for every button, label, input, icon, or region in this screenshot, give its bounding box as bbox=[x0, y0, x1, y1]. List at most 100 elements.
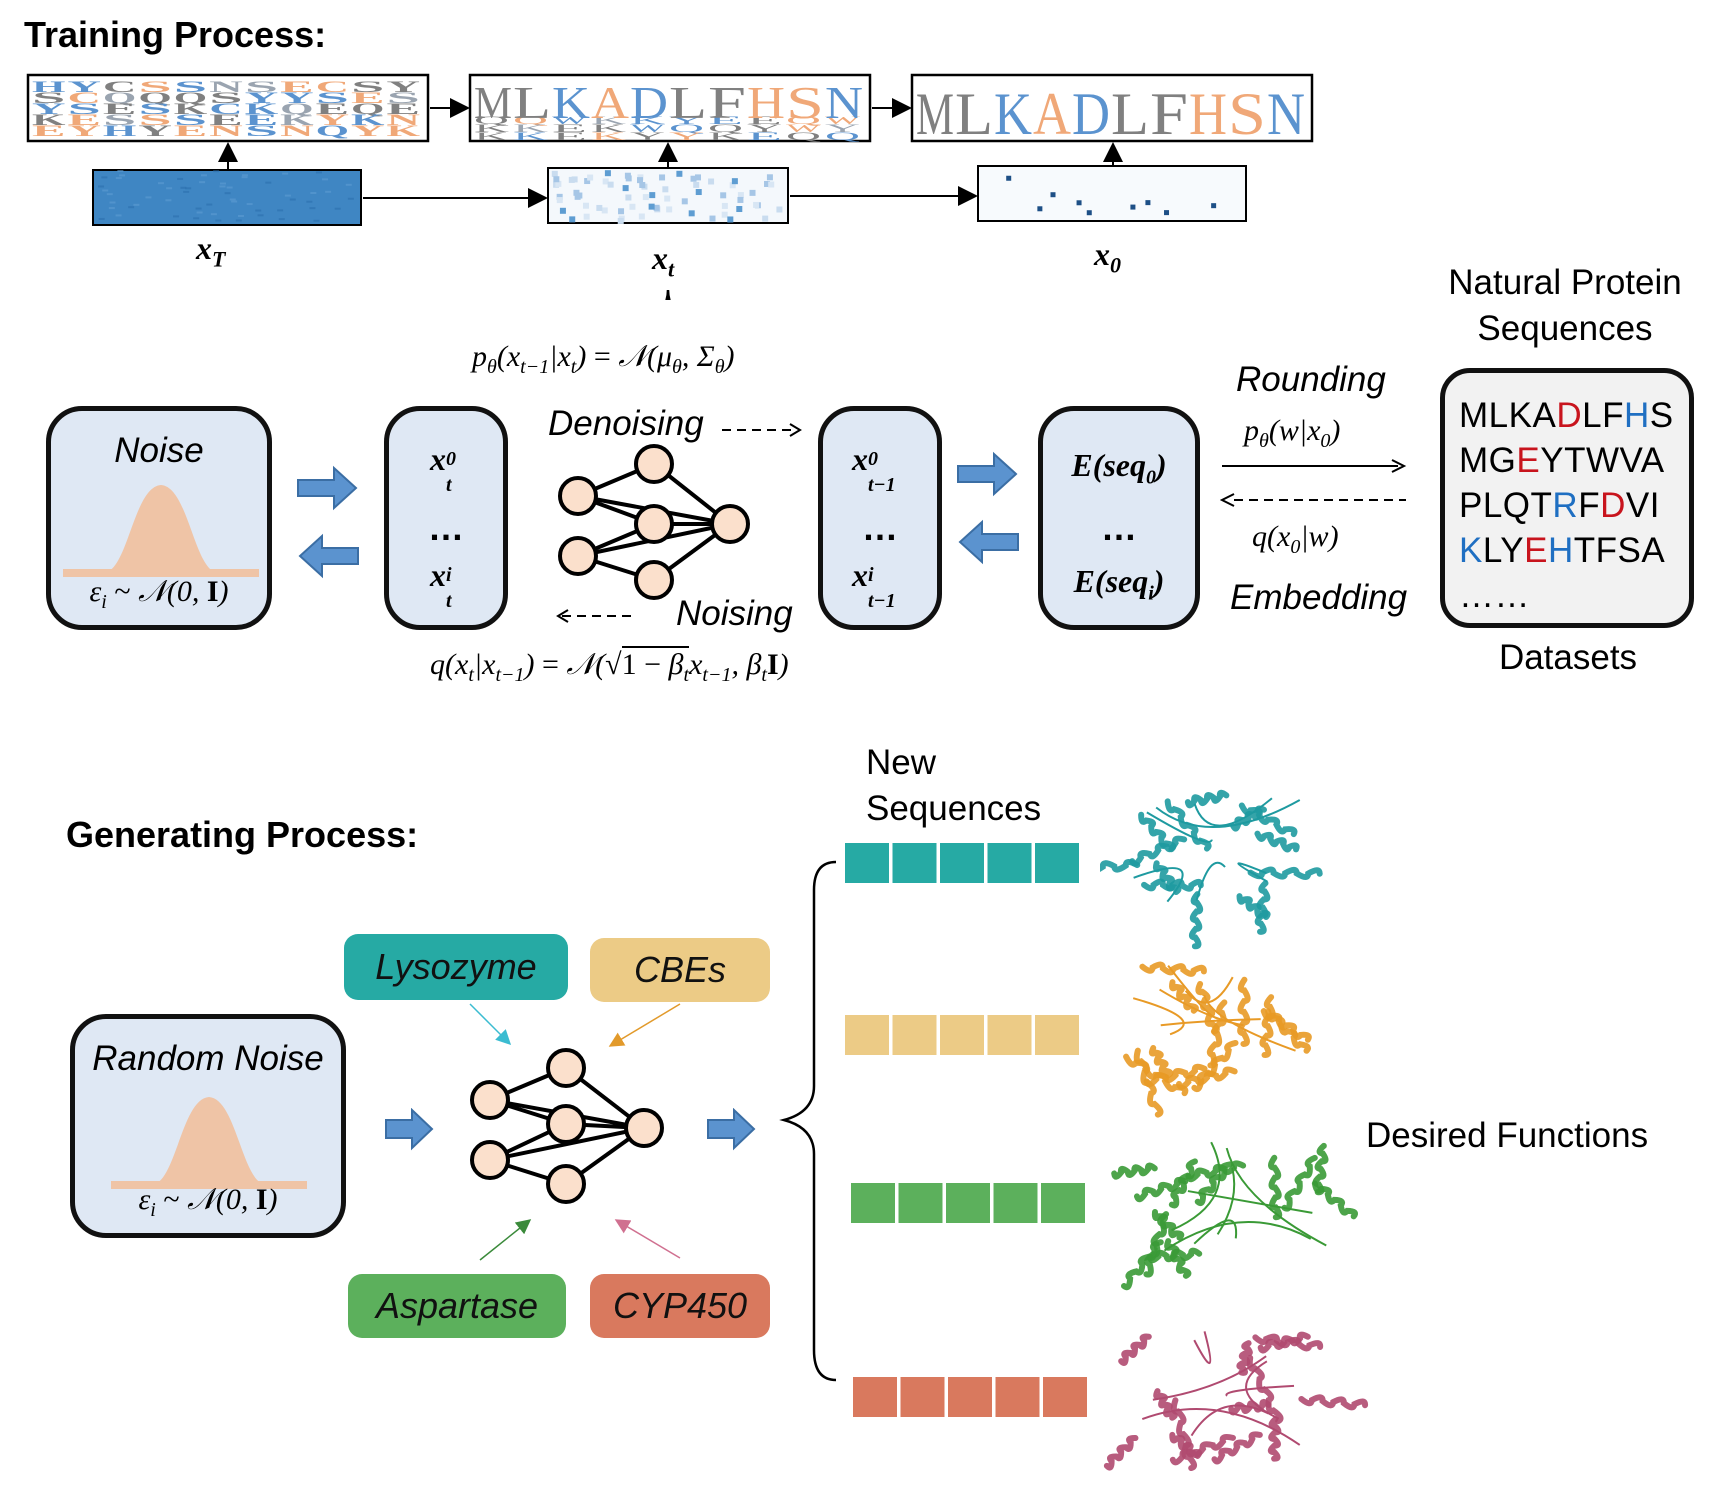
desired-functions-label: Desired Functions bbox=[1366, 1116, 1649, 1155]
denoising-network bbox=[558, 444, 750, 600]
logo-letter: E bbox=[67, 112, 100, 129]
logo-letter: C bbox=[209, 101, 242, 118]
block-arrow-gen-2 bbox=[707, 1108, 756, 1151]
output-brace bbox=[779, 860, 837, 1382]
logo-letter: K bbox=[474, 121, 510, 135]
heatmap-x0 bbox=[977, 165, 1247, 222]
logo-letter: E bbox=[747, 113, 782, 127]
sequence-cell bbox=[898, 1375, 947, 1419]
logo-letter: S bbox=[387, 90, 421, 107]
logo-letter: Q bbox=[138, 90, 171, 107]
sequence-cell bbox=[985, 1013, 1034, 1057]
logo-letter: Y bbox=[32, 101, 67, 118]
logo-letter: C bbox=[316, 79, 349, 96]
logo-letter: A bbox=[591, 77, 629, 128]
logo-letter: E bbox=[708, 113, 743, 127]
logo-letter: E bbox=[351, 90, 384, 107]
sequence-cell bbox=[1033, 841, 1081, 885]
logo-letter: E bbox=[280, 79, 313, 96]
sequence-cell bbox=[991, 1181, 1040, 1225]
condition-aspartase: Aspartase bbox=[348, 1274, 566, 1338]
protein-structure bbox=[1111, 1141, 1358, 1291]
logo-letter: E bbox=[103, 101, 136, 118]
logo-letter: Y bbox=[316, 112, 351, 129]
logo-letter: D bbox=[630, 77, 668, 128]
new-sequence-bars bbox=[843, 841, 1089, 1419]
logo-letter: E bbox=[387, 101, 420, 118]
logo-letter: S bbox=[138, 79, 172, 96]
logo-letter: K bbox=[591, 121, 627, 135]
logo-letter: K bbox=[630, 113, 666, 127]
protein-structure bbox=[1123, 961, 1312, 1118]
sequence-cell bbox=[1033, 1013, 1081, 1057]
logo-letter: F bbox=[708, 77, 746, 128]
logo-letter: H bbox=[747, 77, 785, 128]
logo-letter: S bbox=[351, 79, 385, 96]
reverse-equation: pθ(xt−1|xt) = 𝒩(μθ, Σθ) bbox=[472, 340, 735, 378]
logo-letter: Q bbox=[103, 90, 136, 107]
logo-letter: K bbox=[351, 112, 386, 129]
logo-letter: H bbox=[32, 79, 67, 96]
logo-letter: H bbox=[1189, 81, 1227, 147]
logo-letter: K bbox=[174, 101, 209, 118]
dataset-sequence: PLQTRFDVI bbox=[1459, 486, 1660, 525]
logo-letter: Q bbox=[669, 121, 705, 135]
logo-letter: F bbox=[1150, 81, 1188, 147]
sequence-cell bbox=[843, 841, 891, 885]
logo-letter: Y bbox=[138, 123, 173, 140]
gaussian-curve-2 bbox=[111, 1097, 307, 1189]
logo-letter: N bbox=[387, 112, 422, 129]
noise-formula: εi ~ 𝒩(0, I) bbox=[89, 575, 229, 613]
logo-letter: S bbox=[174, 112, 208, 129]
logo-letter: K bbox=[994, 81, 1032, 147]
logo-letter: Y bbox=[387, 79, 422, 96]
noising-label: Noising bbox=[676, 594, 793, 633]
logo-letter: M bbox=[916, 81, 954, 147]
logo-letter: S bbox=[138, 101, 172, 118]
dataset-sequence: …… bbox=[1459, 576, 1530, 615]
logo-letter: E bbox=[32, 123, 65, 140]
logo-letter: K bbox=[708, 129, 744, 143]
logo-letter: K bbox=[552, 77, 590, 128]
condition-cyp450: CYP450 bbox=[590, 1274, 770, 1338]
sequence-cell bbox=[849, 1181, 897, 1225]
logo-letter: L bbox=[513, 77, 551, 128]
sequence-cell bbox=[1041, 1375, 1089, 1419]
logo-letter: N bbox=[209, 123, 244, 140]
label-xT: xT bbox=[196, 230, 226, 272]
rounding-formula: pθ(w|x0) bbox=[1244, 414, 1341, 452]
logo-letter: N bbox=[209, 79, 244, 96]
datasets-label: Datasets bbox=[1498, 638, 1638, 677]
embedding-formula: q(x0|w) bbox=[1252, 520, 1339, 558]
logo-letter: S bbox=[245, 79, 279, 96]
logo-letter: W bbox=[630, 121, 667, 135]
logo-letter: Y bbox=[630, 129, 666, 143]
sequence-cell bbox=[993, 1375, 1042, 1419]
block-arrows-right bbox=[957, 451, 1019, 565]
generating-title: Generating Process: bbox=[66, 814, 419, 855]
random-noise-box: Random Noise εi ~ 𝒩(0, I) bbox=[70, 1014, 346, 1238]
rounding-label: Rounding bbox=[1236, 360, 1386, 399]
denoising-label: Denoising bbox=[548, 404, 704, 443]
logo-letter: S bbox=[209, 90, 243, 107]
logo-letter: Q bbox=[316, 123, 349, 140]
logo-letter: E bbox=[209, 112, 242, 129]
sequence-cell bbox=[890, 841, 939, 885]
logo-letter: Y bbox=[245, 90, 280, 107]
logo-letter: Q bbox=[513, 113, 549, 127]
logo-letter: E bbox=[552, 129, 587, 143]
sequence-cell bbox=[985, 841, 1034, 885]
logo-letter: K bbox=[591, 129, 627, 143]
random-noise-formula: εi ~ 𝒩(0, I) bbox=[138, 1183, 278, 1221]
logo-letter: M bbox=[474, 77, 512, 128]
dataset-sequence: KLYEHTFSA bbox=[1459, 531, 1666, 570]
sequence-cell bbox=[1039, 1181, 1087, 1225]
logo-letter: Q bbox=[825, 129, 861, 143]
logo-letter: E bbox=[747, 129, 782, 143]
logo-letter: L bbox=[955, 81, 993, 147]
logo-letter: Y bbox=[669, 129, 705, 143]
block-arrow-gen-1 bbox=[385, 1108, 434, 1151]
